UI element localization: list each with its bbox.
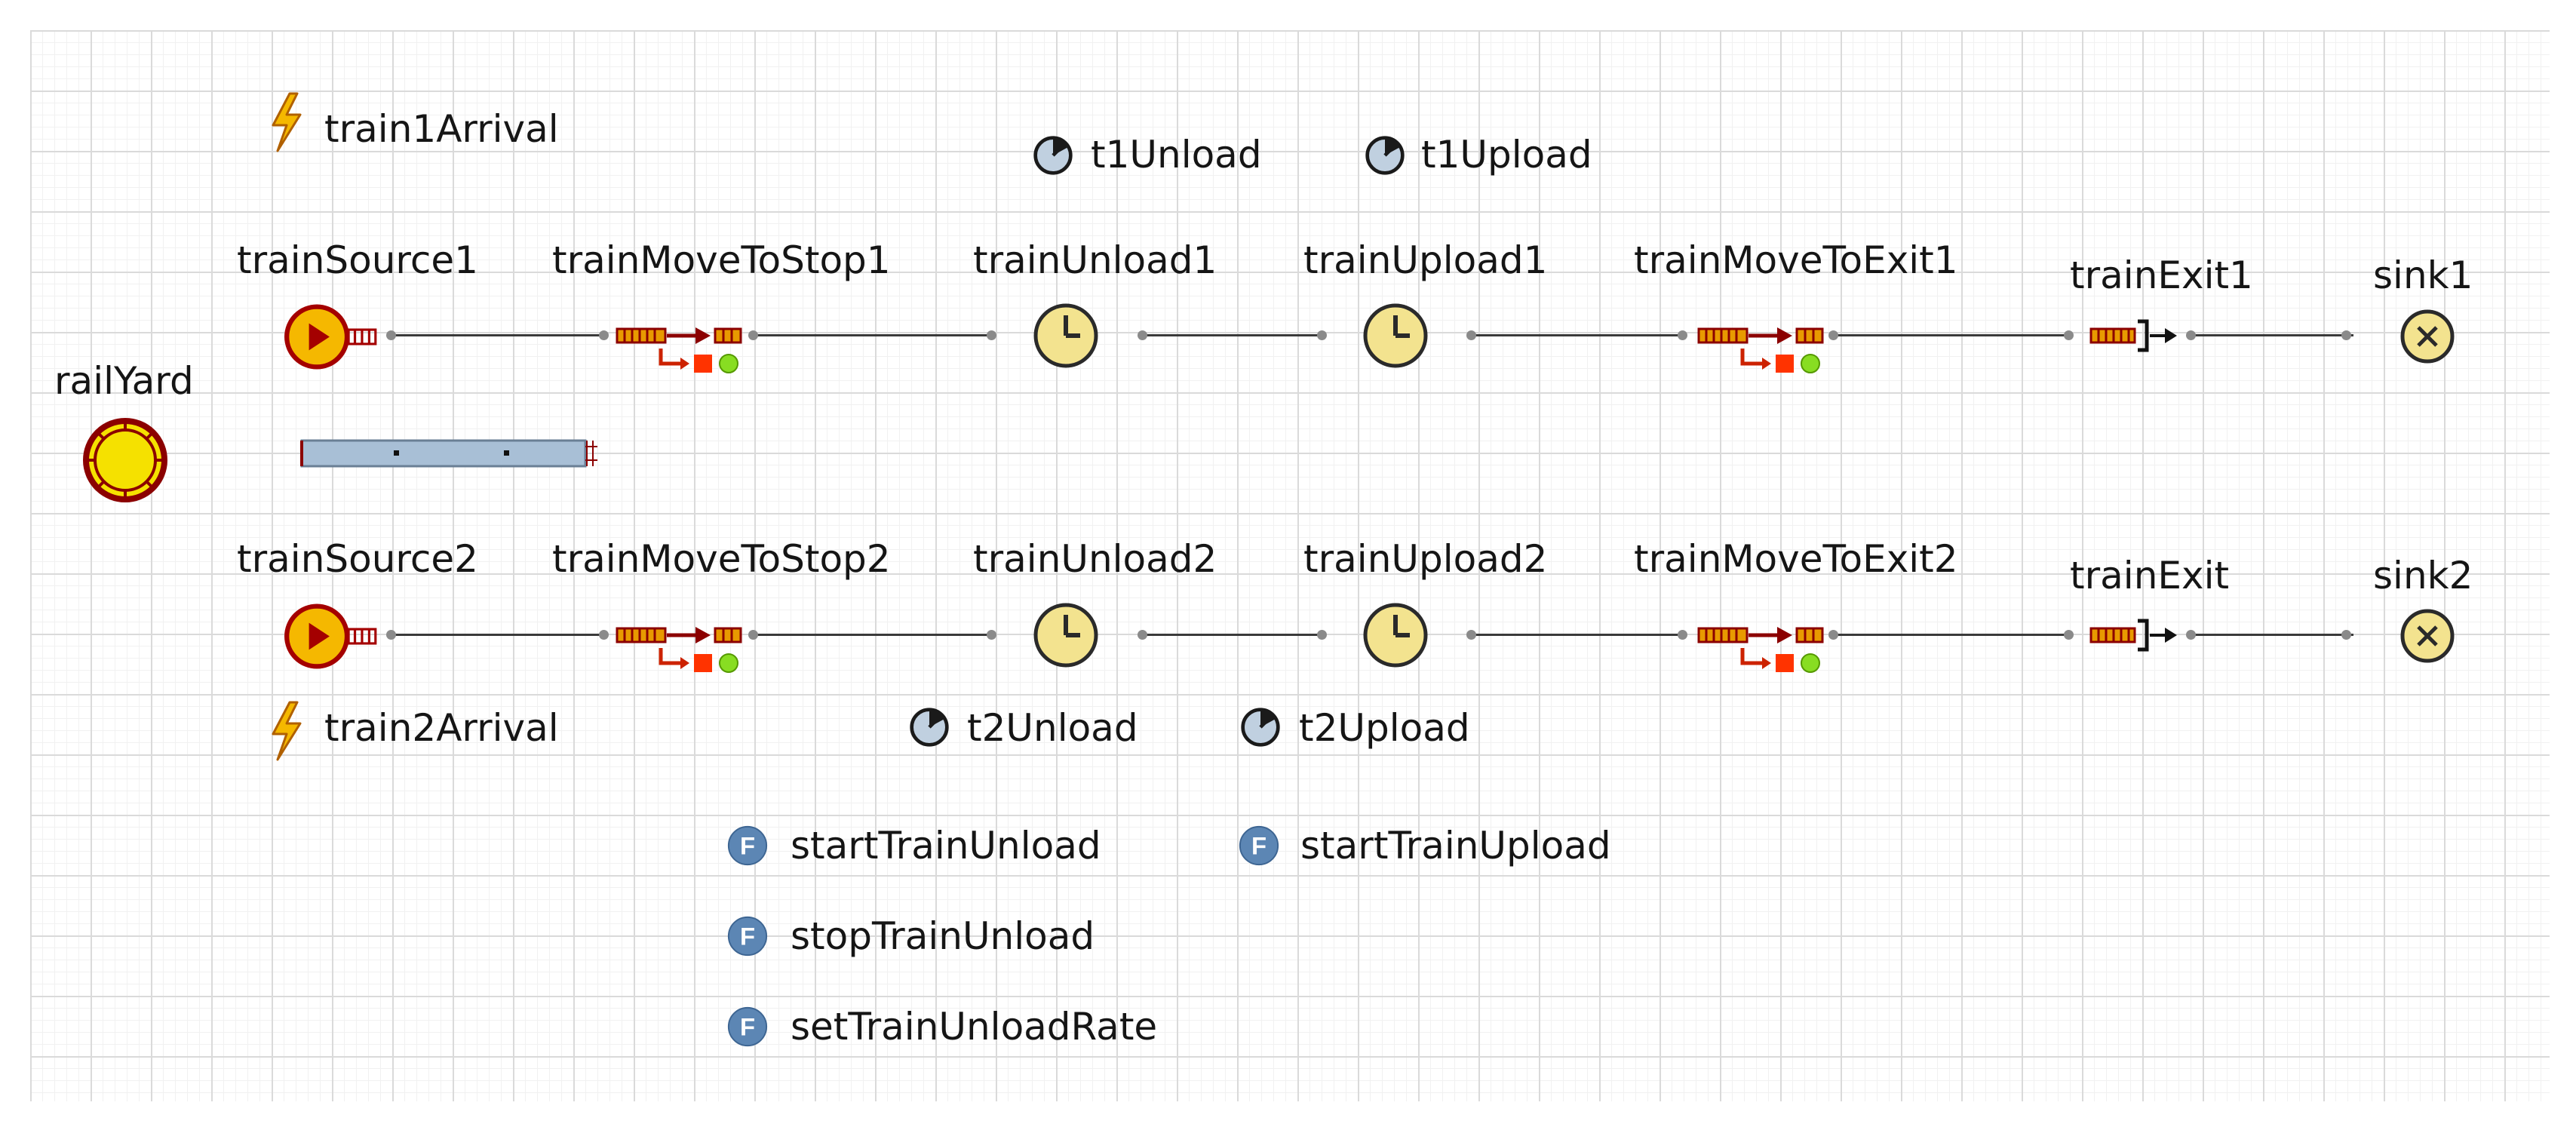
out-port[interactable] [748, 630, 758, 640]
connector [1141, 334, 1322, 336]
dynamic-event-t2-unload-label[interactable]: t2Unload [967, 706, 1138, 750]
function-start-train-upload-label[interactable]: startTrainUpload [1300, 824, 1611, 868]
dynamic-event-t2-upload-label[interactable]: t2Upload [1299, 706, 1470, 750]
connector [1141, 634, 1322, 636]
dynamic-event-t1-unload-label[interactable]: t1Unload [1091, 133, 1262, 177]
sink-1-label: sink1 [2373, 253, 2473, 297]
train-move-to-exit-1-label: trainMoveToExit1 [1634, 238, 1958, 282]
delay-clock-icon[interactable] [1362, 302, 1429, 370]
in-port[interactable] [2064, 630, 2074, 640]
in-port[interactable] [599, 630, 609, 640]
rail-yard-label[interactable]: railYard [54, 359, 194, 403]
move-to-icon[interactable] [1697, 321, 1825, 382]
connector [392, 334, 603, 336]
connector [1471, 334, 1682, 336]
rail-yard-icon[interactable] [81, 416, 169, 504]
move-to-icon[interactable] [616, 621, 744, 681]
in-port[interactable] [1678, 630, 1687, 640]
function-icon[interactable] [726, 914, 769, 958]
out-port[interactable] [2186, 630, 2196, 640]
event-train1-arrival-label[interactable]: train1Arrival [324, 107, 559, 151]
function-stop-train-unload-label[interactable]: stopTrainUnload [791, 914, 1095, 958]
source-icon[interactable] [284, 600, 379, 672]
train-exit-2-label: trainExit [2070, 554, 2230, 597]
function-start-train-unload-label[interactable]: startTrainUnload [791, 824, 1101, 868]
out-port[interactable] [1138, 630, 1147, 640]
grid-background [30, 30, 2550, 1101]
function-icon[interactable] [726, 824, 769, 868]
connector [2191, 334, 2353, 336]
train-upload-2-label: trainUpload2 [1303, 537, 1548, 581]
timer-icon[interactable] [908, 706, 950, 748]
out-port[interactable] [386, 630, 396, 640]
connector [392, 634, 603, 636]
connector [1833, 334, 2067, 336]
function-icon[interactable] [726, 1005, 769, 1049]
move-to-icon[interactable] [616, 321, 744, 382]
train-source-2-label: trainSource2 [237, 537, 478, 581]
sink-2-label: sink2 [2373, 554, 2473, 597]
track-segment[interactable] [300, 433, 600, 474]
delay-clock-icon[interactable] [1362, 601, 1429, 669]
dynamic-event-t1-upload-label[interactable]: t1Upload [1421, 133, 1592, 177]
train-move-to-stop-2-label: trainMoveToStop2 [552, 537, 891, 581]
connector [1471, 634, 1682, 636]
out-port[interactable] [748, 330, 758, 340]
sink-icon[interactable] [2397, 606, 2458, 666]
connector [753, 634, 991, 636]
in-port[interactable] [2064, 330, 2074, 340]
train-move-to-stop-1-label: trainMoveToStop1 [552, 238, 891, 282]
out-port[interactable] [1828, 630, 1838, 640]
train-unload-2-label: trainUnload2 [973, 537, 1217, 581]
source-icon[interactable] [284, 301, 379, 373]
out-port[interactable] [1138, 330, 1147, 340]
in-port[interactable] [987, 330, 996, 340]
connector [753, 334, 991, 336]
sink-icon[interactable] [2397, 306, 2458, 367]
connector [2191, 634, 2353, 636]
delay-clock-icon[interactable] [1032, 601, 1100, 669]
train-exit-1-label: trainExit1 [2070, 253, 2253, 297]
function-icon[interactable] [1237, 824, 1281, 868]
timer-icon[interactable] [1032, 134, 1074, 177]
out-port[interactable] [386, 330, 396, 340]
in-port[interactable] [2341, 630, 2351, 640]
function-set-train-unload-rate-label[interactable]: setTrainUnloadRate [791, 1005, 1158, 1049]
timer-icon[interactable] [1364, 134, 1406, 177]
train-move-to-exit-2-label: trainMoveToExit2 [1634, 537, 1958, 581]
train-exit-icon[interactable] [2089, 616, 2180, 654]
train-source-1-label: trainSource1 [237, 238, 478, 282]
in-port[interactable] [599, 330, 609, 340]
train-exit-icon[interactable] [2089, 317, 2180, 355]
connector [1833, 634, 2067, 636]
event-train2-arrival-label[interactable]: train2Arrival [324, 706, 559, 750]
lightning-icon[interactable] [267, 701, 305, 761]
out-port[interactable] [1828, 330, 1838, 340]
timer-icon[interactable] [1239, 706, 1282, 748]
in-port[interactable] [1317, 630, 1327, 640]
in-port[interactable] [987, 630, 996, 640]
move-to-icon[interactable] [1697, 621, 1825, 681]
train-unload-1-label: trainUnload1 [973, 238, 1217, 282]
in-port[interactable] [2341, 330, 2351, 340]
in-port[interactable] [1317, 330, 1327, 340]
out-port[interactable] [1466, 630, 1476, 640]
out-port[interactable] [1466, 330, 1476, 340]
train-upload-1-label: trainUpload1 [1303, 238, 1548, 282]
lightning-icon[interactable] [267, 92, 305, 152]
in-port[interactable] [1678, 330, 1687, 340]
delay-clock-icon[interactable] [1032, 302, 1100, 370]
out-port[interactable] [2186, 330, 2196, 340]
